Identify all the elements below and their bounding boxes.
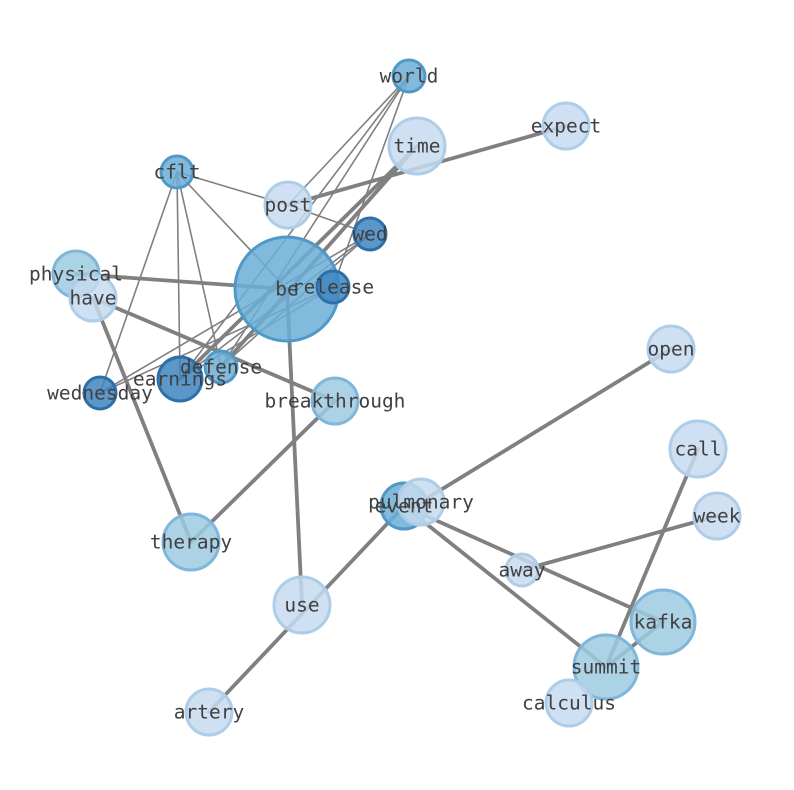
node-label-physical: physical <box>29 263 123 286</box>
edge-cflt-earnings <box>176 171 181 380</box>
node-artery[interactable] <box>184 687 234 737</box>
node-label-wed: wed <box>352 223 387 246</box>
node-cflt[interactable] <box>159 154 195 190</box>
node-expect[interactable] <box>541 101 591 151</box>
node-label-be: be <box>275 278 298 301</box>
node-label-week: week <box>694 505 741 528</box>
node-label-open: open <box>648 338 695 361</box>
edge-have-therapy <box>91 296 193 544</box>
edge-have-breakthrough <box>91 296 337 403</box>
node-have[interactable] <box>68 273 118 323</box>
node-defense[interactable] <box>203 349 239 385</box>
node-label-calculus: calculus <box>522 692 616 715</box>
node-label-away: away <box>499 559 546 582</box>
node-release[interactable] <box>315 269 351 305</box>
node-label-post: post <box>265 194 312 217</box>
node-label-expect: expect <box>531 115 601 138</box>
node-wed[interactable] <box>352 216 388 252</box>
node-away[interactable] <box>504 552 540 588</box>
node-label-breakthrough: breakthrough <box>265 390 406 413</box>
node-kafka[interactable] <box>629 588 697 656</box>
node-label-release: release <box>292 276 374 299</box>
edge-open-pulmonary <box>419 347 673 504</box>
node-label-therapy: therapy <box>150 531 232 554</box>
node-label-cflt: cflt <box>154 161 201 184</box>
node-label-world: world <box>380 65 439 88</box>
edge-event-summit <box>402 504 608 669</box>
node-summit[interactable] <box>572 633 640 701</box>
node-label-summit: summit <box>571 656 641 679</box>
edge-world-post <box>287 75 410 206</box>
node-label-earnings: earnings <box>133 368 227 391</box>
node-earnings[interactable] <box>156 355 204 403</box>
node-label-call: call <box>675 438 722 461</box>
node-label-time: time <box>394 135 441 158</box>
node-label-wednesday: wednesday <box>47 382 153 405</box>
node-post[interactable] <box>263 180 313 230</box>
node-label-artery: artery <box>174 701 244 724</box>
node-label-have: have <box>70 287 117 310</box>
node-breakthrough[interactable] <box>310 376 360 426</box>
node-time[interactable] <box>387 116 447 176</box>
node-layer <box>51 58 742 737</box>
node-open[interactable] <box>646 324 696 374</box>
edge-call-summit <box>604 447 700 669</box>
edge-cflt-wednesday <box>99 171 178 394</box>
node-label-event: event <box>375 495 434 518</box>
node-calculus[interactable] <box>544 678 594 728</box>
node-call[interactable] <box>668 419 728 479</box>
node-world[interactable] <box>391 58 427 94</box>
node-week[interactable] <box>692 491 742 541</box>
node-wednesday[interactable] <box>82 375 118 411</box>
node-pulmonary[interactable] <box>396 477 446 527</box>
node-label-defense: defense <box>180 356 262 379</box>
edge-breakthrough-therapy <box>189 399 337 544</box>
node-label-pulmonary: pulmonary <box>368 491 474 514</box>
node-use[interactable] <box>272 575 332 635</box>
edge-away-week <box>520 514 719 572</box>
node-label-use: use <box>284 594 319 617</box>
node-label-kafka: kafka <box>634 611 693 634</box>
node-therapy[interactable] <box>161 512 221 572</box>
